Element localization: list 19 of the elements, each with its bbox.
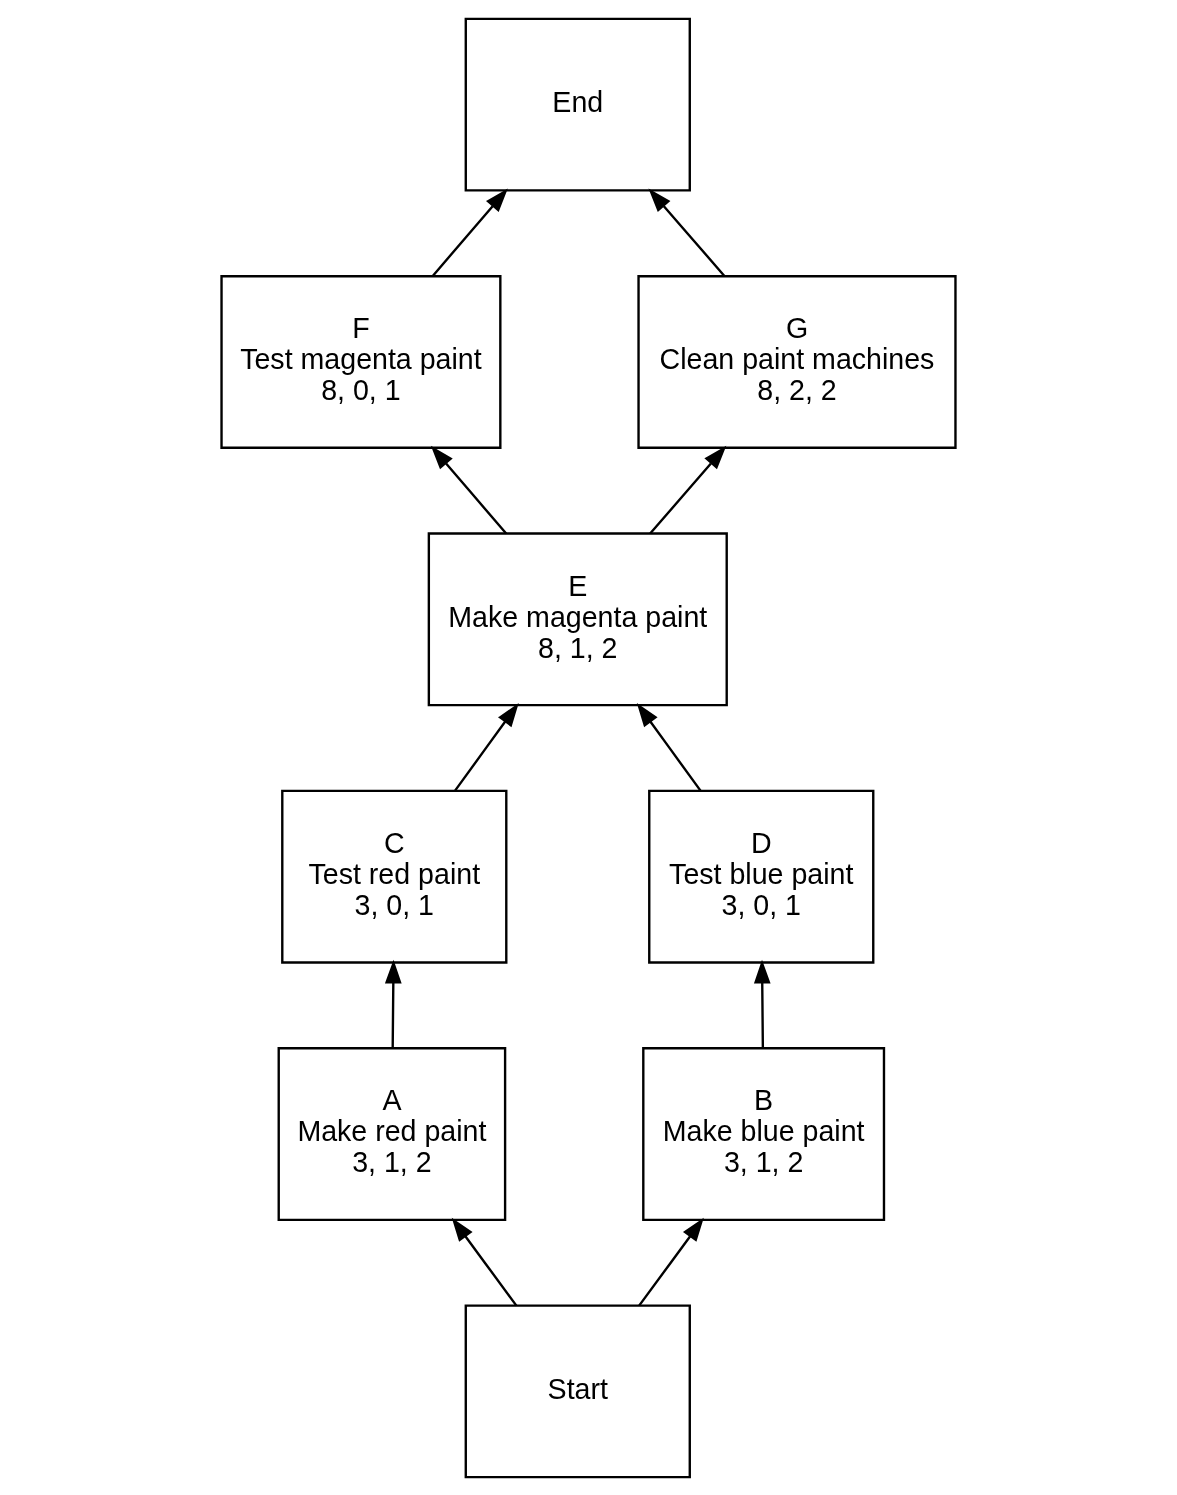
arrow: [753, 959, 771, 1048]
node-box: G Clean paint machines 8, 2, 2: [637, 274, 957, 449]
node-box: D Test blue paint 3, 0, 1: [648, 789, 875, 964]
node-box: E Make magenta paint 8, 1, 2: [427, 531, 728, 706]
arrow: [638, 1217, 704, 1306]
node-box: End: [464, 17, 691, 192]
arrow: [648, 187, 726, 277]
arrow: [431, 187, 508, 277]
node-box: B Make blue paint 3, 1, 2: [642, 1046, 886, 1221]
arrow: [430, 445, 508, 534]
arrow: [384, 959, 402, 1048]
arrow: [453, 702, 519, 792]
arrow: [649, 445, 727, 534]
node-box: Start: [464, 1303, 691, 1478]
arrow: [451, 1217, 518, 1306]
node-box: A Make red paint 3, 1, 2: [277, 1046, 507, 1221]
node-box: F Test magenta paint 8, 0, 1: [220, 274, 502, 449]
arrow: [636, 702, 702, 792]
node-box: C Test red paint 3, 0, 1: [281, 789, 508, 964]
